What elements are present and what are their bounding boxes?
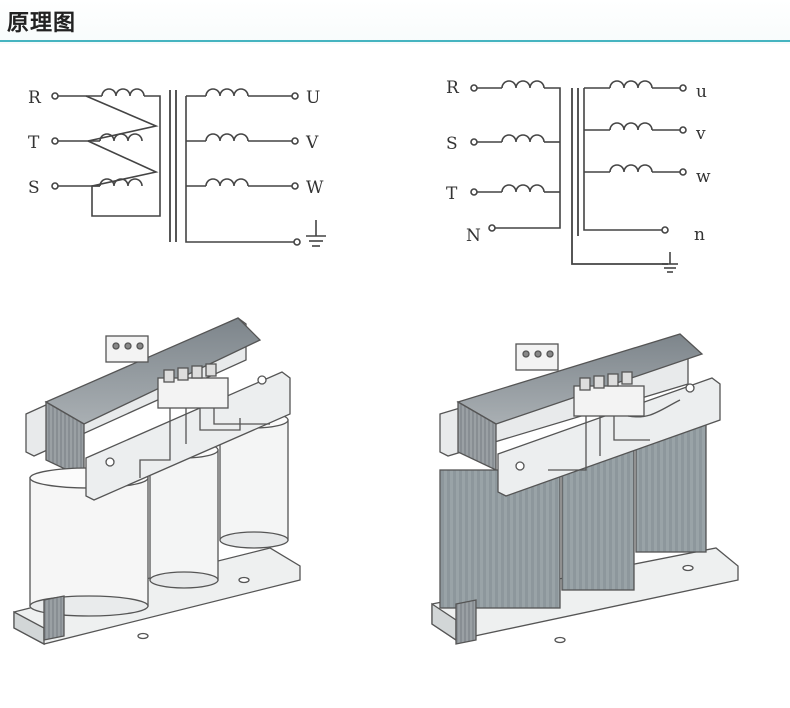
terminal-label-r: R [446, 78, 460, 98]
coil [501, 80, 545, 89]
terminal-label-n: N [466, 226, 481, 246]
coil [101, 88, 145, 97]
schematic-star-star: R S T N u v w n [446, 78, 711, 273]
terminal-label-s: S [446, 134, 458, 154]
terminal-dot [291, 137, 299, 145]
coil [609, 122, 653, 131]
transformer-wrapped-coils [431, 333, 739, 645]
page-title: 原理图 [7, 11, 77, 36]
header-divider [0, 40, 790, 42]
coil [205, 88, 249, 97]
terminal-label-t: T [446, 184, 458, 204]
terminal-dot [293, 238, 301, 246]
terminal-dot [291, 92, 299, 100]
coil [501, 134, 545, 143]
page-header: 原理图 [0, 0, 790, 44]
terminal-label-w: W [306, 178, 324, 198]
terminal-label-v: V [305, 133, 319, 153]
terminal-label-n-lower: n [694, 225, 705, 245]
terminal-dot [51, 137, 59, 145]
transformer-open-coils [13, 317, 301, 646]
terminal-label-u-lower: u [696, 82, 707, 102]
coil [609, 80, 653, 89]
terminal-dot [291, 182, 299, 190]
terminal-label-t: T [28, 133, 40, 153]
ground-icon [306, 220, 326, 247]
coil [609, 164, 653, 173]
coil [501, 184, 545, 193]
terminal-label-w-lower: w [696, 167, 711, 187]
terminal-label-u: U [306, 88, 320, 108]
terminal-dot [51, 182, 59, 190]
ground-icon [662, 252, 678, 273]
schematic-delta-star: R T S U V [28, 88, 326, 247]
terminal-dot [51, 92, 59, 100]
coil [205, 178, 249, 187]
terminal-label-s: S [28, 178, 40, 198]
terminal-label-r: R [28, 88, 42, 108]
terminal-label-v-lower: v [695, 124, 706, 144]
coil [205, 133, 249, 142]
